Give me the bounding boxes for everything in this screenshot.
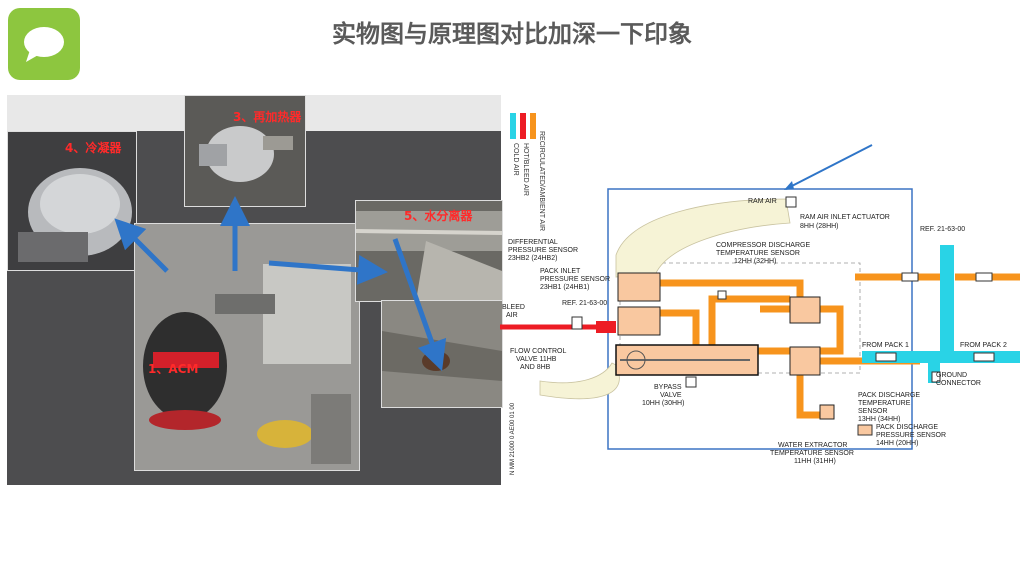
svg-text:TEMPERATURE: TEMPERATURE xyxy=(858,400,911,407)
cold-air-ducts xyxy=(862,245,1020,383)
main-heat-exchanger xyxy=(617,306,661,336)
bypass-valve xyxy=(685,376,697,388)
svg-text:DIFFERENTIAL: DIFFERENTIAL xyxy=(508,239,558,246)
pack-schematic: RECIRCULATED/AMBIENT AIR HOT/BLEED AIR C… xyxy=(500,95,1024,475)
legend: RECIRCULATED/AMBIENT AIR HOT/BLEED AIR C… xyxy=(510,113,545,231)
svg-text:FROM PACK 2: FROM PACK 2 xyxy=(960,342,1007,349)
ram-air-actuator xyxy=(785,196,797,208)
label-ram-air: RAM AIR xyxy=(748,198,777,205)
legend-hot-swatch xyxy=(520,113,526,139)
acm-label: 1、ACM xyxy=(148,362,199,376)
acm-photo xyxy=(134,223,360,471)
svg-text:PRESSURE SENSOR: PRESSURE SENSOR xyxy=(508,247,578,254)
water-extractor-box xyxy=(819,404,835,420)
svg-text:REF. 21-63-00: REF. 21-63-00 xyxy=(562,300,607,307)
water-separator-label: 5、水分离器 xyxy=(404,209,473,223)
chat-logo xyxy=(8,8,80,80)
ram-air-duct xyxy=(615,198,791,278)
svg-text:CONNECTOR: CONNECTOR xyxy=(936,380,981,387)
svg-text:GROUND: GROUND xyxy=(936,372,967,379)
svg-text:VALVE: VALVE xyxy=(660,392,682,399)
ground-connector xyxy=(931,371,941,383)
svg-text:COMPRESSOR DISCHARGE: COMPRESSOR DISCHARGE xyxy=(716,242,810,249)
ram-air-arrow xyxy=(785,144,873,190)
svg-text:RAM AIR INLET ACTUATOR: RAM AIR INLET ACTUATOR xyxy=(800,214,890,221)
wechat-watermark: ◉ 伴你每个黑夜到黎明 xyxy=(365,551,498,566)
svg-text:10HH (30HH): 10HH (30HH) xyxy=(642,400,684,407)
svg-text:8HH (28HH): 8HH (28HH) xyxy=(800,223,839,230)
svg-text:PACK DISCHARGE: PACK DISCHARGE xyxy=(876,424,938,431)
photo-collage: 4、冷凝器 3、再加热器 1、ACM 5、水分离器 xyxy=(7,95,503,566)
pack-discharge-sensor xyxy=(875,352,897,362)
svg-text:23HB2 (24HB2): 23HB2 (24HB2) xyxy=(508,255,557,262)
legend-recirc-swatch xyxy=(530,113,536,139)
legend-cold: COLD AIR xyxy=(512,143,519,176)
svg-text:PRESSURE SENSOR: PRESSURE SENSOR xyxy=(540,276,610,283)
primary-heat-exchanger xyxy=(617,272,661,302)
reheater-box xyxy=(789,296,821,324)
svg-text:AND 8HB: AND 8HB xyxy=(520,364,551,371)
legend-hot: HOT/BLEED AIR xyxy=(522,143,529,196)
condenser-box xyxy=(789,346,821,376)
pack-frame xyxy=(607,188,913,450)
svg-text:N MM 21000 0 AE00 01 00: N MM 21000 0 AE00 01 00 xyxy=(510,402,516,475)
svg-text:FROM PACK 1: FROM PACK 1 xyxy=(862,342,909,349)
svg-text:11HH (31HH): 11HH (31HH) xyxy=(794,458,836,465)
svg-text:23HB1 (24HB1): 23HB1 (24HB1) xyxy=(540,284,589,291)
condenser-label: 4、冷凝器 xyxy=(65,141,122,155)
reheater-label: 3、再加热器 xyxy=(233,110,302,124)
svg-text:12HH (32HH): 12HH (32HH) xyxy=(734,258,776,265)
legend-recirc: RECIRCULATED/AMBIENT AIR xyxy=(538,131,545,231)
svg-text:PRESSURE SENSOR: PRESSURE SENSOR xyxy=(876,432,946,439)
pack-pressure-sensor xyxy=(857,424,873,436)
svg-text:FLOW CONTROL: FLOW CONTROL xyxy=(510,348,566,355)
svg-text:WATER EXTRACTOR: WATER EXTRACTOR xyxy=(778,442,847,449)
reheater-photo xyxy=(184,95,306,207)
slide-title: 实物图与原理图对比加深一下印象 xyxy=(332,20,692,48)
svg-text:PACK DISCHARGE: PACK DISCHARGE xyxy=(858,392,920,399)
svg-text:14HH (20HH): 14HH (20HH) xyxy=(876,440,918,447)
svg-text:AIR: AIR xyxy=(506,312,518,319)
svg-text:BYPASS: BYPASS xyxy=(654,384,682,391)
svg-text:TEMPERATURE SENSOR: TEMPERATURE SENSOR xyxy=(770,450,854,457)
speech-bubble-icon xyxy=(24,27,64,62)
svg-text:PACK INLET: PACK INLET xyxy=(540,268,581,275)
flow-control-valve xyxy=(571,316,583,330)
svg-text:REF. 21-63-00: REF. 21-63-00 xyxy=(920,226,965,233)
svg-text:13HH (34HH): 13HH (34HH) xyxy=(858,416,900,423)
svg-text:SENSOR: SENSOR xyxy=(858,408,888,415)
svg-text:VALVE 11HB: VALVE 11HB xyxy=(516,356,557,363)
svg-text:TEMPERATURE SENSOR: TEMPERATURE SENSOR xyxy=(716,250,800,257)
pointer-arrows xyxy=(114,196,447,372)
water-separator-photo xyxy=(355,200,503,302)
svg-text:BLEED: BLEED xyxy=(502,304,525,311)
wechat-icon: ◉ xyxy=(365,551,377,566)
legend-cold-swatch xyxy=(510,113,516,139)
